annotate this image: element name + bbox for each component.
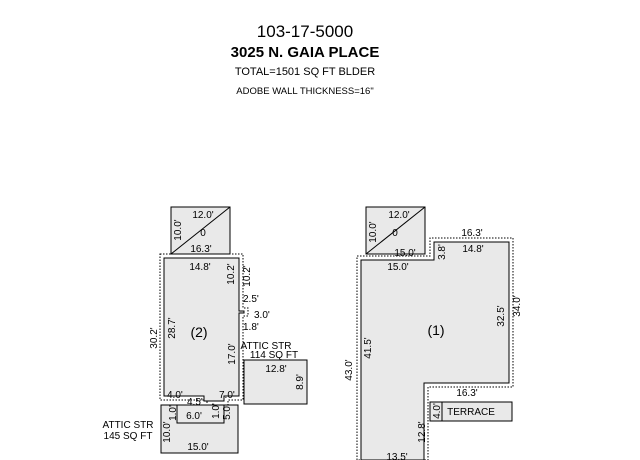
attic-bottom-dim-a: 1.0' [168, 405, 179, 421]
attic-bottom-notch [176, 404, 225, 424]
attic-right-area: 114 SQ FT [250, 350, 298, 361]
attic-bottom-dim-d: 5.0' [222, 404, 233, 420]
building-2: 12.0' 0 10.0' 16.3' (2) 14.8' 10.2' 10.2… [103, 206, 308, 454]
terrace-box [429, 401, 513, 422]
attic-bottom-dim-e: 10.0' [162, 421, 173, 442]
parcel-number: 103-17-5000 [256, 22, 354, 41]
building-2-box-bottom-dim: 16.3' [190, 244, 211, 255]
attic-right-box [243, 359, 308, 405]
building-1-label: (1) [427, 322, 444, 338]
building-1: 12.0' 0 10.0' 15.0' TERRACE (1) 16.3' 14… [344, 206, 523, 460]
building-2-room [163, 257, 245, 402]
building-1-dim-lower-step: 4.0' [432, 403, 443, 419]
building-1-dim-top-inner: 14.8' [462, 244, 483, 255]
attic-bottom-dim-f: 15.0' [187, 442, 208, 453]
building-1-dim-right-inner: 32.5' [496, 305, 507, 326]
building-2-dim-left-outer: 30.2' [149, 327, 160, 348]
attic-right-width: 12.8' [265, 364, 286, 375]
building-1-dim-left-inner: 41.5' [363, 337, 374, 358]
building-1-dim-bottom: 13.5' [386, 452, 407, 460]
building-2-top-box-diagonal [170, 206, 231, 255]
building-1-dim-right-outer: 34.0' [512, 295, 523, 316]
building-2-box-side-dim: 10.0' [173, 219, 184, 240]
building-1-dim-lower-inner: 12.8' [417, 421, 428, 442]
attic-bottom-dim-b: 6.0' [186, 411, 202, 422]
terrace-label: TERRACE [447, 407, 495, 418]
building-1-box-top-dim: 12.0' [388, 210, 409, 221]
building-2-dim-top: 14.8' [189, 262, 210, 273]
building-2-dim-jog-b: 3.0' [254, 310, 270, 321]
building-1-dim-bottom-right: 16.3' [456, 388, 477, 399]
building-1-dim-step: 3.8' [437, 244, 448, 260]
building-1-dim-top-outer: 16.3' [461, 228, 482, 239]
building-2-dim-right-lower: 17.0' [227, 343, 238, 364]
building-1-box-side-dim: 10.0' [368, 221, 379, 242]
building-2-box-top-dim: 12.0' [192, 210, 213, 221]
building-1-dim-left-outer: 43.0' [344, 359, 355, 380]
attic-bottom-box [160, 404, 239, 454]
building-2-dim-bottom-left: 4.0' [167, 390, 183, 401]
building-2-box-mid: 0 [200, 228, 206, 239]
total-area: TOTAL=1501 SQ FT BLDER [234, 66, 376, 78]
building-1-room [360, 241, 510, 460]
building-2-dim-right-inner: 10.2' [226, 263, 237, 284]
building-2-dim-jog-a: 2.5' [243, 294, 259, 305]
building-1-top-box-diagonal [365, 206, 426, 255]
attic-right-height: 8.9' [295, 374, 306, 390]
building-2-dim-left-inner: 28.7' [167, 317, 178, 338]
attic-bottom-label: ATTIC STR [103, 420, 154, 431]
building-1-box-bottom-dim: 15.0' [394, 248, 415, 259]
property-address: 3025 N. GAIA PLACE [230, 44, 380, 61]
attic-bottom-area: 145 SQ FT [104, 431, 153, 442]
building-1-outer-wall [356, 237, 514, 460]
attic-right-label: ATTIC STR [241, 341, 292, 352]
building-1-box-mid: 0 [392, 228, 398, 239]
building-2-label: (2) [190, 324, 207, 340]
building-2-dim-bottom-right: 7.0' [219, 390, 235, 401]
building-2-dim-right-outer: 10.2' [242, 265, 253, 286]
attic-bottom-dim-c: 1.0' [211, 403, 222, 419]
building-2-dim-jog-c: 1.8' [243, 322, 259, 333]
building-1-dim-left-top: 15.0' [387, 262, 408, 273]
wall-thickness-note: ADOBE WALL THICKNESS=16" [236, 86, 374, 97]
building-2-dim-bottom-mid: 4.5' [187, 397, 203, 408]
